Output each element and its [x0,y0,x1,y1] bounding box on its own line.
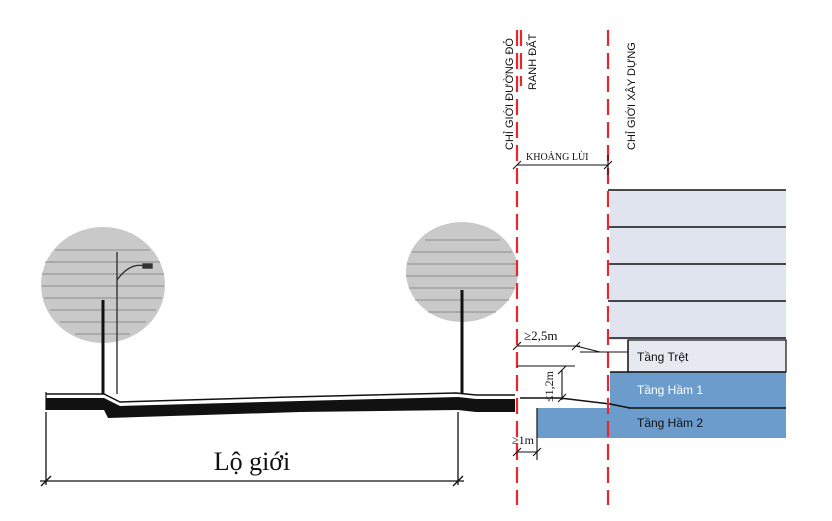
floor-label-ground: Tầng Trệt [637,350,689,364]
road-slab [46,397,515,418]
label-red-line: CHỈ GIỚI ĐƯỜNG ĐỎ [503,38,516,150]
label-lot-line: RANH ĐẤT [526,33,539,90]
basement-1 [610,372,786,408]
floor-lines [608,189,786,409]
label-min-2-5m: ≥2,5m [524,328,558,343]
upper-floors [610,190,786,340]
street-lamp-icon [116,252,153,394]
label-road-width: Lộ giới [214,447,291,476]
label-setback: KHOẢNG LÙI [526,151,589,163]
floor-label-basement-1: Tầng Hầm 1 [637,383,703,397]
basement-ramp [520,397,631,409]
building: Tầng Trệt Tầng Hầm 1 Tầng Hầm 2 [520,189,787,438]
basement-2 [537,408,786,438]
road [45,392,515,418]
tree-left [41,227,165,394]
setback-dimension [512,155,613,175]
red-dashed-lines [515,30,610,505]
label-max-1-2m: ≤1,2m [542,370,556,402]
road-width-dimension [40,412,464,487]
label-min-1m: ≥1m [512,433,535,447]
tree-right [406,222,518,394]
dim-2-5m [512,341,628,353]
ground-floor [627,339,787,373]
floor-label-basement-2: Tầng Hầm 2 [637,416,703,430]
dim-1-2m [517,365,575,403]
dim-1m [512,438,542,460]
label-build-line: CHỈ GIỚI XÂY DỰNG [625,42,638,150]
